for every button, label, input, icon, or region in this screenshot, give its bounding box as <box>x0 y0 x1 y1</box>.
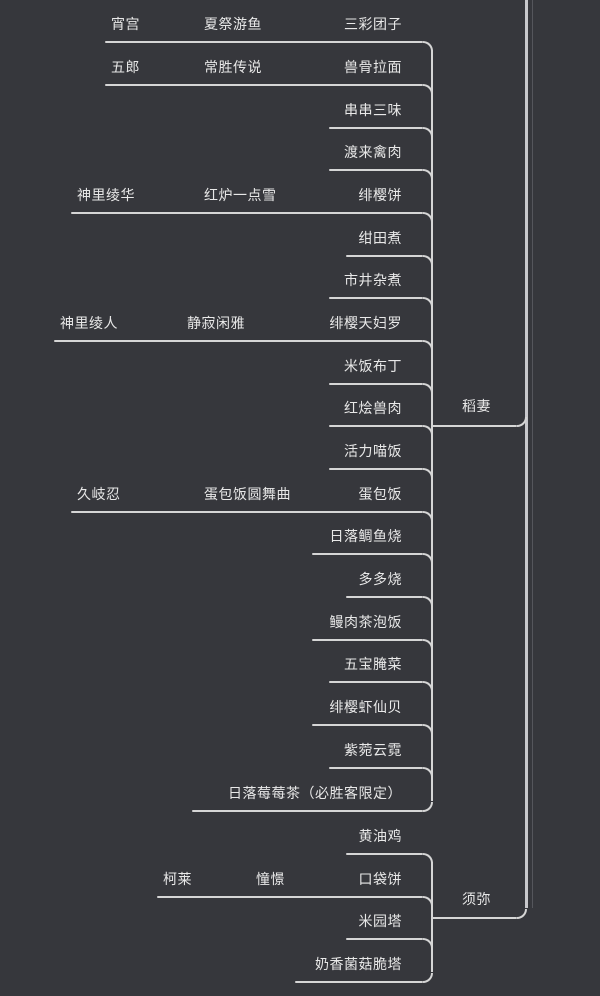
dish-underline <box>157 896 423 898</box>
dish-name[interactable]: 市井杂煮 <box>344 273 402 289</box>
character-name[interactable]: 久岐忍 <box>77 487 121 503</box>
dish-underline <box>54 340 423 342</box>
region-connector-corner <box>517 909 527 919</box>
dish-name[interactable]: 渡来禽肉 <box>344 145 402 161</box>
dish-name[interactable]: 黄油鸡 <box>358 829 402 845</box>
bracket-branch-corner <box>423 169 433 179</box>
region-label[interactable]: 稻妻 <box>462 399 491 415</box>
dish-name[interactable]: 奶香菌菇脆塔 <box>315 957 402 973</box>
dish-underline <box>312 724 423 726</box>
dish-underline <box>312 639 423 641</box>
bracket-branch-corner <box>423 84 433 94</box>
dish-name[interactable]: 口袋饼 <box>358 872 402 888</box>
dish-name[interactable]: 米园塔 <box>358 914 402 930</box>
dish-name[interactable]: 米饭布丁 <box>344 359 402 375</box>
special-dish-name[interactable]: 憧憬 <box>256 872 285 888</box>
region-label[interactable]: 须弥 <box>462 892 491 908</box>
dish-name[interactable]: 活力喵饭 <box>344 444 402 460</box>
dish-name[interactable]: 鳗肉茶泡饭 <box>329 615 402 631</box>
dish-underline <box>346 255 423 257</box>
special-dish-name[interactable]: 静寂闲雅 <box>187 316 245 332</box>
dish-underline <box>329 425 423 427</box>
special-dish-name[interactable]: 常胜传说 <box>204 60 262 76</box>
dish-underline <box>295 981 423 983</box>
bracket-bottom-corner <box>423 973 433 983</box>
bracket-branch-corner <box>423 938 433 948</box>
bracket-branch-corner <box>423 767 433 777</box>
main-trunk-line <box>525 0 528 908</box>
dish-underline <box>346 596 423 598</box>
dish-underline <box>71 212 423 214</box>
bracket-branch-corner <box>423 468 433 478</box>
bracket-branch-corner <box>423 340 433 350</box>
dish-name[interactable]: 红烩兽肉 <box>344 401 402 417</box>
character-name[interactable]: 宵宫 <box>111 17 140 33</box>
bracket-branch-corner <box>423 639 433 649</box>
dish-name[interactable]: 日落鲷鱼烧 <box>329 529 402 545</box>
special-dish-name[interactable]: 夏祭游鱼 <box>204 17 262 33</box>
dish-name[interactable]: 串串三味 <box>344 103 402 119</box>
dish-underline <box>105 41 423 43</box>
special-dish-name[interactable]: 蛋包饭圆舞曲 <box>204 487 291 503</box>
dish-name[interactable]: 三彩团子 <box>344 17 402 33</box>
character-name[interactable]: 五郎 <box>111 60 140 76</box>
dish-name[interactable]: 绯樱虾仙贝 <box>329 700 402 716</box>
bracket-bottom-corner <box>423 802 433 812</box>
bracket-branch-corner <box>423 212 433 222</box>
dish-underline <box>329 169 423 171</box>
dish-name[interactable]: 多多烧 <box>358 572 402 588</box>
dish-name[interactable]: 兽骨拉面 <box>344 60 402 76</box>
bracket-branch-corner <box>423 596 433 606</box>
bracket-branch-corner <box>423 896 433 906</box>
dish-underline <box>346 938 423 940</box>
dish-name[interactable]: 绯樱天妇罗 <box>329 316 402 332</box>
dish-name[interactable]: 紫菀云霓 <box>344 743 402 759</box>
dish-name[interactable]: 蛋包饭 <box>358 487 402 503</box>
dish-name[interactable]: 绯樱饼 <box>358 188 402 204</box>
bracket-branch-corner <box>423 255 433 265</box>
region-connector-line <box>431 425 517 427</box>
bracket-branch-corner <box>423 127 433 137</box>
dish-underline <box>105 84 423 86</box>
bracket-branch-corner <box>423 425 433 435</box>
dish-underline <box>346 853 423 855</box>
region-bracket-line <box>431 862 433 972</box>
bracket-branch-corner <box>423 724 433 734</box>
bracket-top-corner <box>423 41 433 51</box>
bracket-branch-corner <box>423 681 433 691</box>
bracket-branch-corner <box>423 383 433 393</box>
dish-underline <box>329 468 423 470</box>
dish-underline <box>329 681 423 683</box>
bracket-branch-corner <box>423 297 433 307</box>
region-connector-line <box>431 917 517 919</box>
character-name[interactable]: 神里绫华 <box>77 188 135 204</box>
dish-name[interactable]: 日落莓莓茶（必胜客限定） <box>228 786 402 802</box>
special-dish-name[interactable]: 红炉一点雪 <box>204 188 277 204</box>
bracket-branch-corner <box>423 511 433 521</box>
dish-name[interactable]: 绀田煮 <box>358 231 402 247</box>
trunk-shadow-line <box>532 0 533 908</box>
region-bracket-line <box>431 50 433 801</box>
dish-underline <box>312 553 423 555</box>
character-name[interactable]: 柯莱 <box>163 872 192 888</box>
bracket-branch-corner <box>423 553 433 563</box>
dish-underline <box>329 767 423 769</box>
dish-underline <box>329 297 423 299</box>
dish-underline <box>329 127 423 129</box>
dish-underline <box>329 383 423 385</box>
dish-name[interactable]: 五宝腌菜 <box>344 657 402 673</box>
dish-underline <box>192 810 423 812</box>
bracket-top-corner <box>423 853 433 863</box>
character-name[interactable]: 神里绫人 <box>60 316 118 332</box>
dish-underline <box>71 511 423 513</box>
